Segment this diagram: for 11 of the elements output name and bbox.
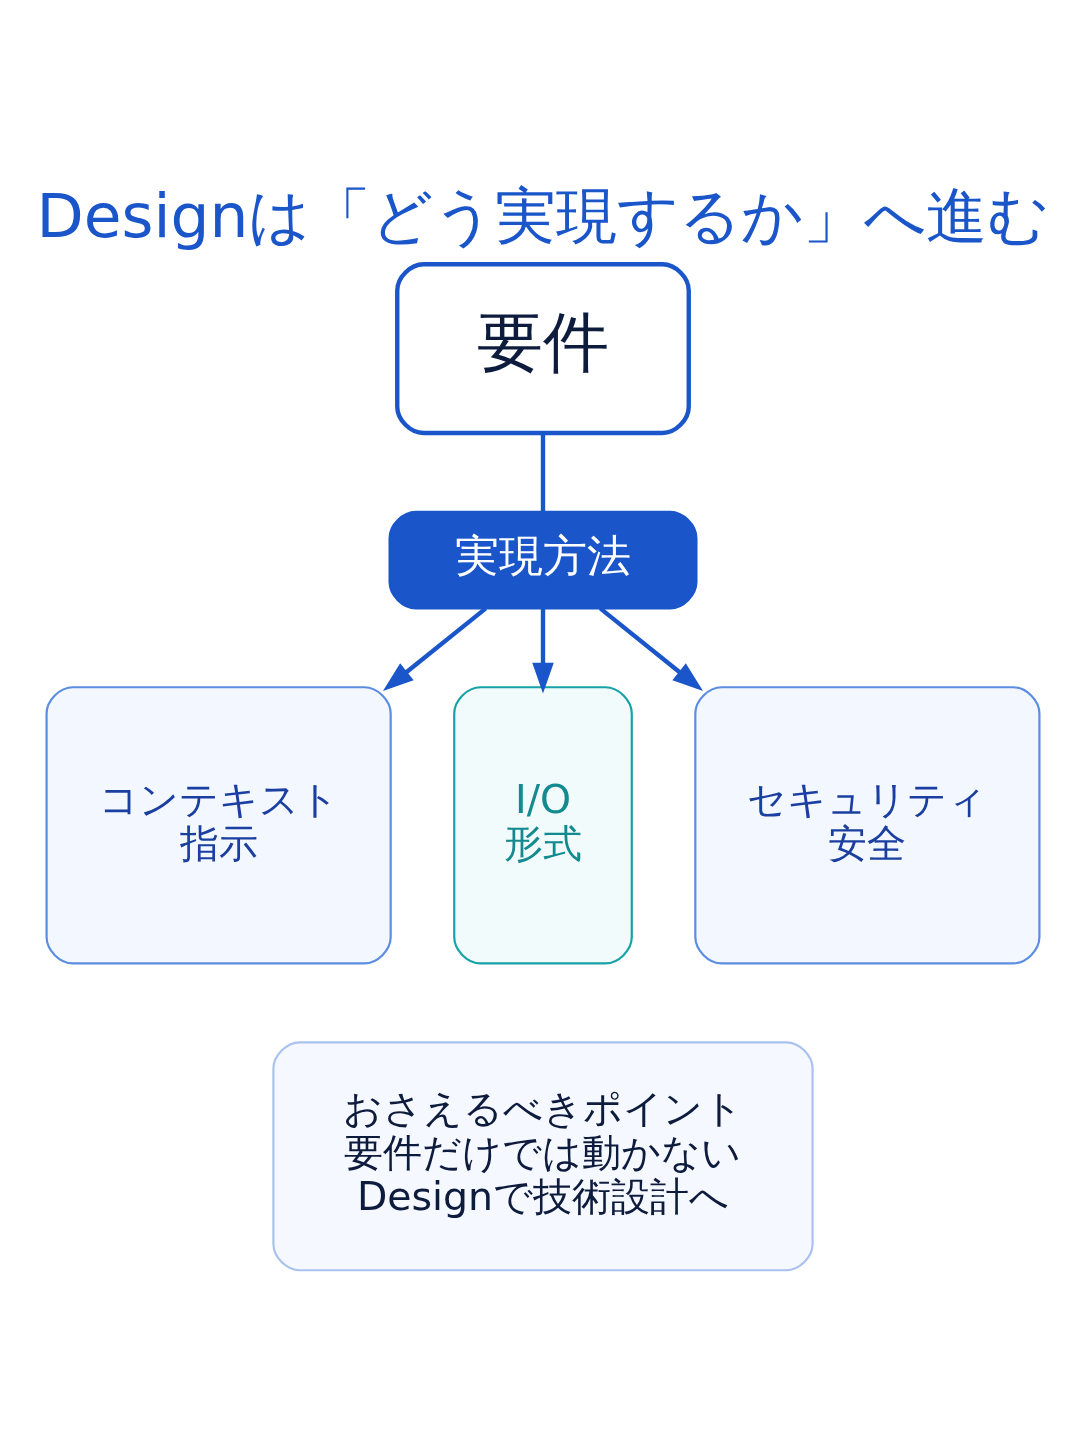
arrow	[532, 607, 554, 693]
node-box: 要件	[395, 261, 691, 435]
arrow	[598, 606, 704, 691]
node-box: 実現方法	[388, 510, 698, 609]
arrow	[382, 606, 488, 691]
node-box: コンテキスト 指示	[45, 685, 392, 964]
node-box: おさえるべきポイント 要件だけでは動かない Designで技術設計へ	[272, 1040, 814, 1271]
node-box: セキュリティ 安全	[694, 685, 1041, 964]
connector	[540, 432, 546, 511]
node-box: I/O 形式	[453, 685, 633, 964]
diagram-title: Designは「どう実現するか」へ進む	[36, 179, 1050, 251]
